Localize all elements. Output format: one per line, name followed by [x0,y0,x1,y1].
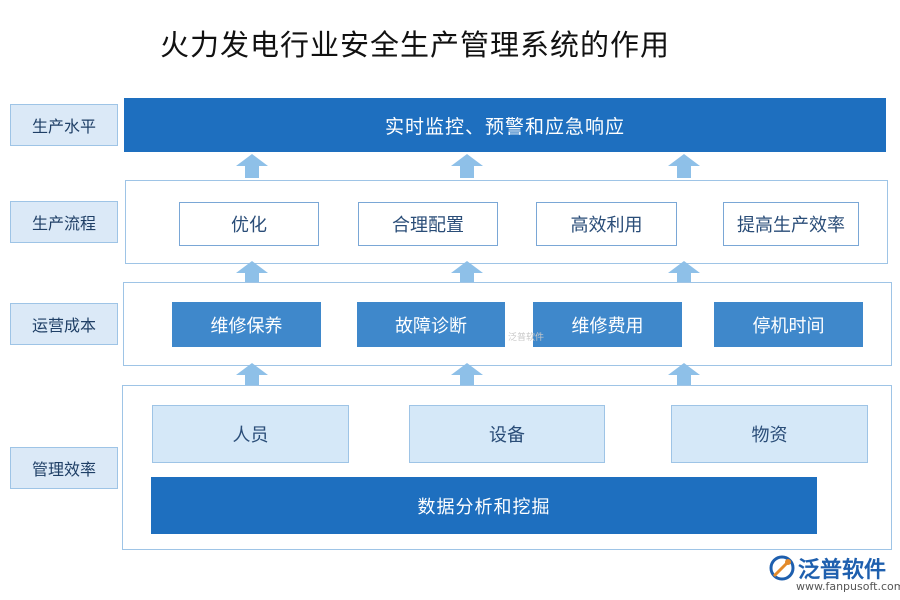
cost-item-downtime: 停机时间 [714,302,863,347]
process-item-utilization: 高效利用 [536,202,677,246]
top-banner: 实时监控、预警和应急响应 [124,98,886,152]
up-arrow-icon [236,154,268,178]
bottom-banner: 数据分析和挖掘 [151,477,817,534]
up-arrow-icon [236,363,268,387]
process-item-efficiency: 提高生产效率 [723,202,859,246]
up-arrow-icon [451,154,483,178]
up-arrow-icon [451,363,483,387]
side-label-production-level: 生产水平 [10,104,118,146]
cost-item-repair-cost: 维修费用 [533,302,682,347]
side-label-operating-cost: 运营成本 [10,303,118,345]
brand-logo-url: www.fanpusoft.com [796,580,900,593]
up-arrow-icon [668,363,700,387]
side-label-management-efficiency: 管理效率 [10,447,118,489]
process-item-allocation: 合理配置 [358,202,498,246]
watermark: 泛普软件 [508,333,545,343]
brand-logo: 泛普软件 www.fanpusoft.com [768,552,900,598]
up-arrow-icon [668,154,700,178]
process-item-optimize: 优化 [179,202,319,246]
cost-item-maintenance: 维修保养 [172,302,321,347]
resource-item-materials: 物资 [671,405,868,463]
side-label-production-process: 生产流程 [10,201,118,243]
resource-item-personnel: 人员 [152,405,349,463]
brand-logo-name: 泛普软件 [798,558,887,583]
up-arrow-icon [451,261,483,285]
cost-item-diagnosis: 故障诊断 [357,302,505,347]
brand-logo-icon [769,555,795,581]
up-arrow-icon [236,261,268,285]
resource-item-equipment: 设备 [409,405,605,463]
diagram-title: 火力发电行业安全生产管理系统的作用 [160,28,671,62]
up-arrow-icon [668,261,700,285]
